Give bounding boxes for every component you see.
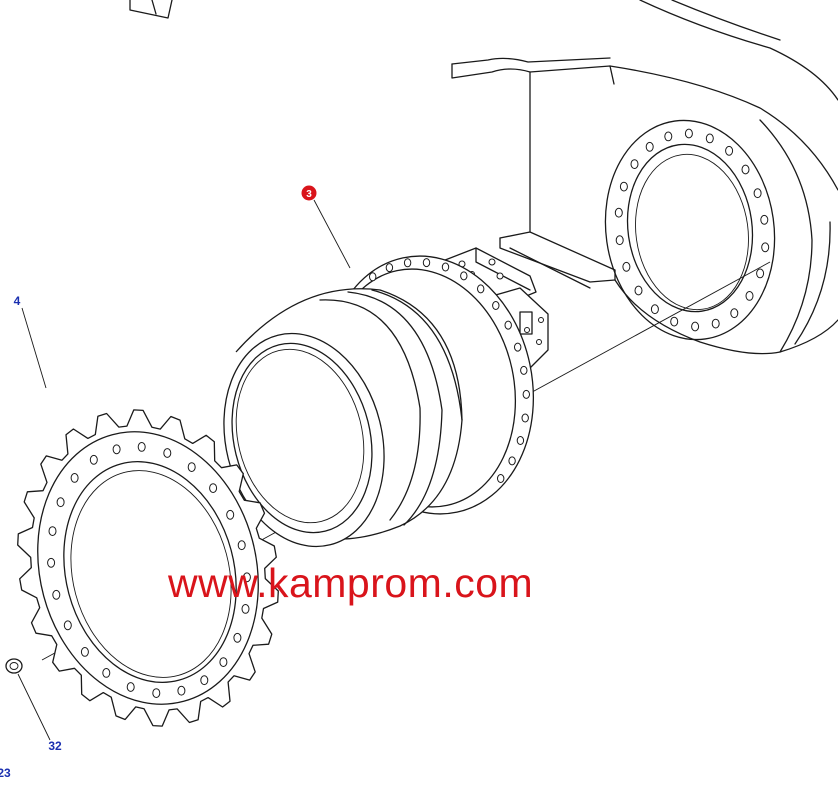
frame-bolt-hole (615, 235, 624, 246)
sprocket-bolt-hole (200, 675, 209, 686)
sprocket-bolt-hole (80, 647, 89, 657)
callout-3-label: 3 (306, 189, 312, 200)
frame-bolt-holes (614, 128, 770, 332)
sprocket-bolt-hole (233, 632, 242, 643)
callout-4-label: 4 (14, 294, 21, 308)
callout-badge-3 (301, 185, 317, 201)
drive-flange-bolt (441, 262, 450, 272)
frame-bolt-hole (630, 159, 639, 170)
frame-bolt-hole (691, 321, 700, 332)
frame-bolt-hole (705, 133, 714, 144)
frame-bolt-hole (753, 188, 762, 199)
frame-bolt-hole (634, 285, 643, 296)
frame-bolt-hole (670, 316, 679, 327)
frame-bolt-hole (730, 308, 739, 319)
drive-flange-bolt (422, 258, 431, 268)
drive-flange-bolt (516, 436, 525, 445)
leader-line-32 (17, 673, 51, 741)
sprocket-bolt-hole (163, 448, 172, 458)
sprocket-bolt-hole (219, 657, 228, 667)
leader-line-3 (313, 199, 351, 269)
sprocket-bolt-hole (112, 444, 121, 455)
sprocket-bolt-hole (187, 462, 196, 473)
frame-bolt-hole (711, 318, 720, 329)
leader-line-4 (21, 307, 47, 389)
washer (5, 658, 23, 674)
frame-bolt-hole (619, 181, 628, 192)
final-drive-motor (223, 247, 549, 548)
frame-bolt-hole (760, 214, 769, 225)
drive-flange-bolt (460, 271, 468, 281)
sprocket-bolt-hole (126, 682, 135, 692)
frame-bolt-hole (622, 261, 631, 272)
sprocket-bolt-hole (152, 688, 161, 698)
sprocket (17, 409, 279, 727)
sprocket-bolt-hole (47, 557, 56, 568)
drive-flange-bolt (497, 474, 505, 483)
sprocket-bolt-hole (102, 668, 111, 678)
sprocket-bolt-hole (237, 540, 246, 551)
sprocket-bolt-hole (56, 497, 65, 508)
drive-flange-bolt (504, 320, 512, 330)
sprocket-bolt-hole (70, 473, 79, 483)
drive-flange-bolt (385, 263, 394, 273)
sprocket-bolt-hole (89, 454, 98, 465)
sprocket-bolt-hole (52, 589, 61, 600)
frame-bolt-hole (761, 242, 770, 253)
bracket-fragment (129, 0, 173, 19)
sprocket-bolt-hole (63, 620, 72, 631)
frame-bolt-hole (614, 207, 623, 218)
track-frame (451, 0, 838, 355)
frame-bolt-hole (741, 164, 750, 175)
frame-bolt-hole (664, 131, 673, 142)
frame-bolt-hole (650, 304, 659, 315)
watermark-url: www.kamprom.com (168, 560, 534, 606)
sprocket-bolt-hole (48, 526, 57, 536)
drive-flange-bolt (514, 342, 522, 352)
frame-bolt-hole (684, 128, 693, 139)
sprocket-bolt-holes (47, 442, 251, 698)
frame-bolt-hole (725, 145, 734, 156)
callout-23-label: 23 (0, 766, 11, 780)
sprocket-bolt-hole (242, 572, 251, 583)
frame-bolt-hole (645, 141, 654, 152)
drive-flange-bolt (522, 389, 530, 399)
sprocket-bolt-hole (137, 442, 146, 452)
frame-bolt-hole (756, 268, 765, 279)
drive-flange-bolt (508, 456, 516, 466)
sprocket-bolt-hole (226, 509, 235, 520)
drive-flange-bolts (369, 258, 530, 483)
drive-flange-bolt (477, 284, 485, 294)
frame-bolt-hole (745, 291, 754, 301)
drive-flange-bolt (521, 413, 529, 423)
callout-32-label: 32 (48, 739, 62, 753)
drive-flange-bolt (369, 272, 377, 282)
sprocket-bolt-hole (209, 483, 218, 494)
drive-flange-bolt (492, 301, 500, 310)
drive-flange-bolt (403, 258, 412, 268)
sprocket-bolt-hole (241, 604, 250, 614)
sprocket-bolt-hole (177, 685, 186, 696)
drive-flange-bolt (520, 365, 528, 375)
